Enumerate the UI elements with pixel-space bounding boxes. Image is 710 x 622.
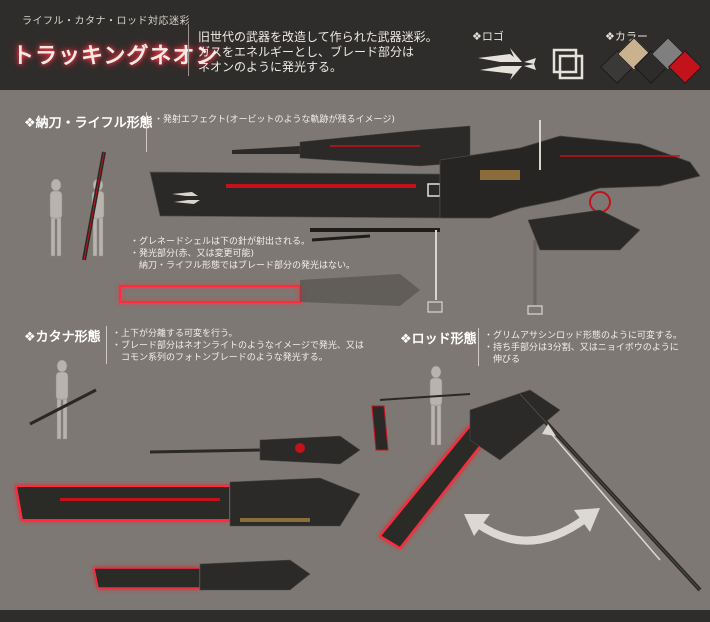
note-line: ・グレネードシェルは下の針が射出される。 bbox=[130, 237, 311, 247]
rotation-arrow-head-right bbox=[574, 508, 600, 532]
katana-upper bbox=[149, 435, 361, 465]
rifle-attachments bbox=[427, 301, 543, 315]
rifle-small bbox=[232, 125, 471, 167]
figure-rifle-front bbox=[49, 178, 63, 257]
logo-label: ❖ロゴ bbox=[472, 30, 504, 43]
description-line: ガスをエネルギーとし、ブレード部分は bbox=[198, 45, 415, 59]
page-title: トラッキングネオン bbox=[12, 44, 219, 69]
rifle-notes: ・グレネードシェルは下の針が射出される。 ・発光部分(赤、又は変更可能) 納刀・… bbox=[130, 236, 355, 272]
rod-extend-guide bbox=[547, 429, 661, 561]
weapon-artwork bbox=[14, 120, 702, 592]
katana-section-title: ❖カタナ形態 bbox=[24, 330, 101, 345]
katana-lower bbox=[93, 559, 311, 591]
subtitle: ライフル・カタナ・ロッド対応迷彩 bbox=[22, 16, 190, 27]
color-label: ❖カラー bbox=[605, 30, 648, 43]
emblem-logo bbox=[478, 48, 584, 80]
rod-main bbox=[378, 389, 702, 592]
rotation-arrow bbox=[475, 514, 589, 545]
figure-held-rod bbox=[379, 393, 471, 401]
rod-small-blade bbox=[371, 405, 389, 451]
footer-bar bbox=[0, 610, 710, 622]
rifle-glow-outline bbox=[119, 274, 420, 306]
figure-held-katana bbox=[29, 388, 97, 426]
katana-notes: ・上下が分離する可変を行う。 ・ブレード部分はネオンライトのようなイメージで発光… bbox=[112, 328, 364, 364]
header-divider bbox=[188, 24, 189, 76]
figure-rod bbox=[429, 365, 443, 446]
figure-katana bbox=[55, 359, 69, 440]
rifle-effect-note: ・発射エフェクト(オービットのような軌跡が残るイメージ) bbox=[154, 115, 395, 125]
header-banner: ライフル・カタナ・ロッド対応迷彩 トラッキングネオン 旧世代の武器を改造して作ら… bbox=[0, 0, 710, 90]
rifle-divider bbox=[146, 112, 147, 152]
rifle-main bbox=[149, 120, 701, 305]
rod-section-title: ❖ロッド形態 bbox=[400, 332, 477, 347]
rod-divider bbox=[478, 328, 479, 366]
katana-main bbox=[14, 477, 361, 527]
note-line: ・上下が分離する可変を行う。 bbox=[112, 329, 238, 339]
color-swatches bbox=[600, 37, 703, 84]
note-line: 納刀・ライフル形態ではブレード部分の発光はない。 bbox=[130, 261, 356, 271]
note-line: コモン系列のフォトンブレードのような発光する。 bbox=[112, 353, 328, 363]
description-line: ネオンのように発光する。 bbox=[198, 60, 343, 74]
katana-divider bbox=[106, 326, 107, 364]
note-line: ・グリムアサシンロッド形態のように可変する。 bbox=[484, 331, 683, 341]
note-line: ・持ち手部分は3分割、又はニョイボウのように bbox=[484, 343, 679, 353]
rifle-section-title: ❖納刀・ライフル形態 bbox=[24, 116, 153, 131]
rod-notes: ・グリムアサシンロッド形態のように可変する。 ・持ち手部分は3分割、又はニョイボ… bbox=[484, 330, 682, 366]
concept-canvas: ❖納刀・ライフル形態 ・発射エフェクト(オービットのような軌跡が残るイメージ) … bbox=[0, 90, 710, 610]
description: 旧世代の武器を改造して作られた武器迷彩。 ガスをエネルギーとし、ブレード部分は … bbox=[198, 30, 458, 75]
note-line: ・ブレード部分はネオンライトのようなイメージで発光、又は bbox=[112, 341, 364, 351]
note-line: ・発光部分(赤、又は変更可能) bbox=[130, 249, 255, 259]
note-line: 伸びる bbox=[484, 355, 521, 365]
rotation-arrow-head-left bbox=[464, 514, 490, 536]
description-line: 旧世代の武器を改造して作られた武器迷彩。 bbox=[198, 30, 438, 44]
